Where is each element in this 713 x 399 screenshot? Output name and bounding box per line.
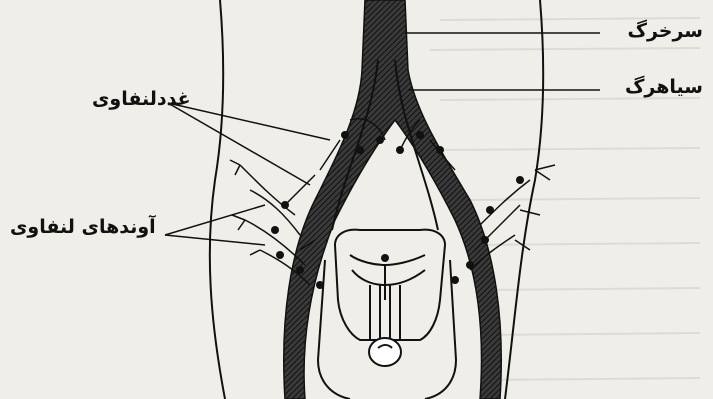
label-lymph-vessels: آوندهای لنفاوی — [10, 218, 156, 237]
lymph-vessel-lines — [230, 119, 555, 285]
label-vein: سیاهرگ — [625, 78, 703, 97]
background-text-lines — [430, 18, 700, 380]
label-artery: سرخرگ — [628, 22, 703, 41]
label-lymph-node: غددلنفاوی — [92, 90, 191, 109]
